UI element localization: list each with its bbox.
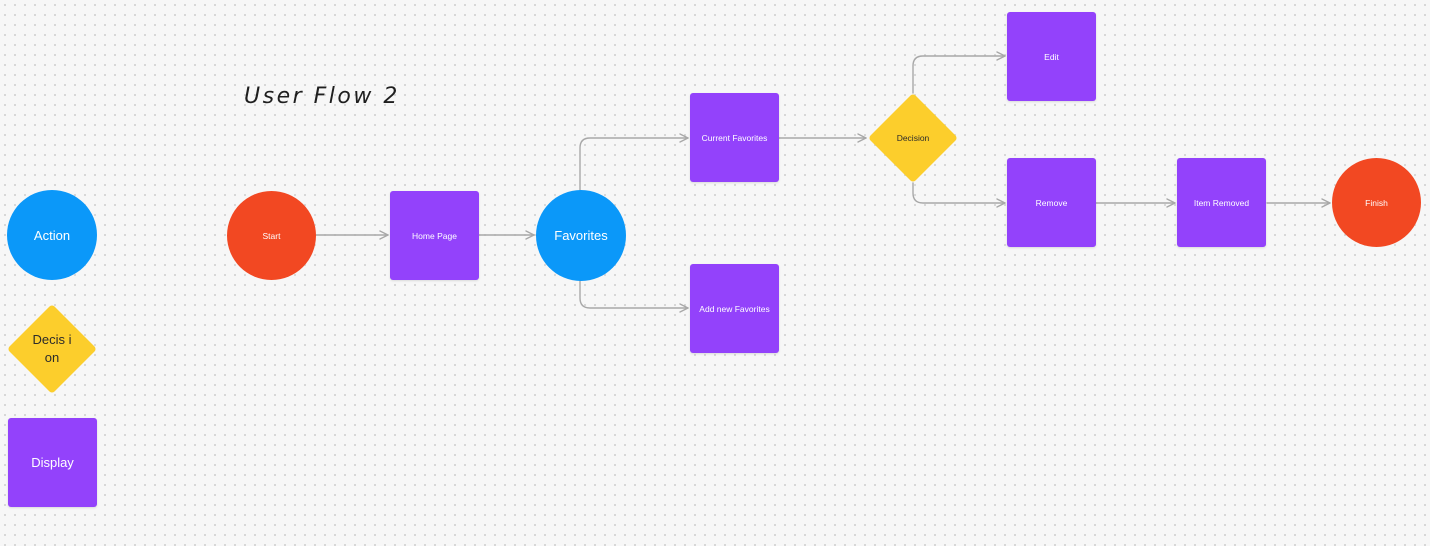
item-removed-node[interactable]: Item Removed xyxy=(1177,158,1266,247)
edge-favorites-to-add-new-favorites[interactable] xyxy=(579,280,689,313)
legend-decision-diamond[interactable]: Decis ion xyxy=(7,304,97,394)
decision-node-label: Decision xyxy=(896,133,930,143)
diagram-title: User Flow 2 xyxy=(244,84,400,109)
edge-favorites-to-current-favorites[interactable] xyxy=(579,133,689,191)
legend-display-label: Display xyxy=(31,455,74,470)
start-node-label: Start xyxy=(262,230,281,241)
item-removed-node-label: Item Removed xyxy=(1193,197,1250,208)
add-new-favorites-node[interactable]: Add new Favorites xyxy=(690,264,779,353)
edit-node-label: Edit xyxy=(1044,51,1059,62)
legend-decision-label: Decis ion xyxy=(32,332,72,365)
edge-decision-to-edit[interactable] xyxy=(912,51,1006,94)
decision-node[interactable]: Decision xyxy=(868,93,958,183)
finish-node-label: Finish xyxy=(1365,197,1388,208)
legend-action-circle[interactable]: Action xyxy=(7,190,97,280)
remove-node-label: Remove xyxy=(1035,197,1068,208)
finish-node[interactable]: Finish xyxy=(1332,158,1421,247)
home-page-node-label: Home Page xyxy=(412,230,457,241)
edge-decision-to-remove[interactable] xyxy=(912,182,1006,208)
add-new-favorites-node-label: Add new Favorites xyxy=(699,303,770,314)
start-node[interactable]: Start xyxy=(227,191,316,280)
favorites-node[interactable]: Favorites xyxy=(536,190,626,281)
current-favorites-node-label: Current Favorites xyxy=(701,132,768,143)
favorites-node-label: Favorites xyxy=(554,228,608,243)
home-page-node[interactable]: Home Page xyxy=(390,191,479,280)
legend-action-label: Action xyxy=(33,227,71,243)
remove-node[interactable]: Remove xyxy=(1007,158,1096,247)
current-favorites-node[interactable]: Current Favorites xyxy=(690,93,779,182)
edit-node[interactable]: Edit xyxy=(1007,12,1096,101)
legend-display-rect[interactable]: Display xyxy=(8,418,97,507)
